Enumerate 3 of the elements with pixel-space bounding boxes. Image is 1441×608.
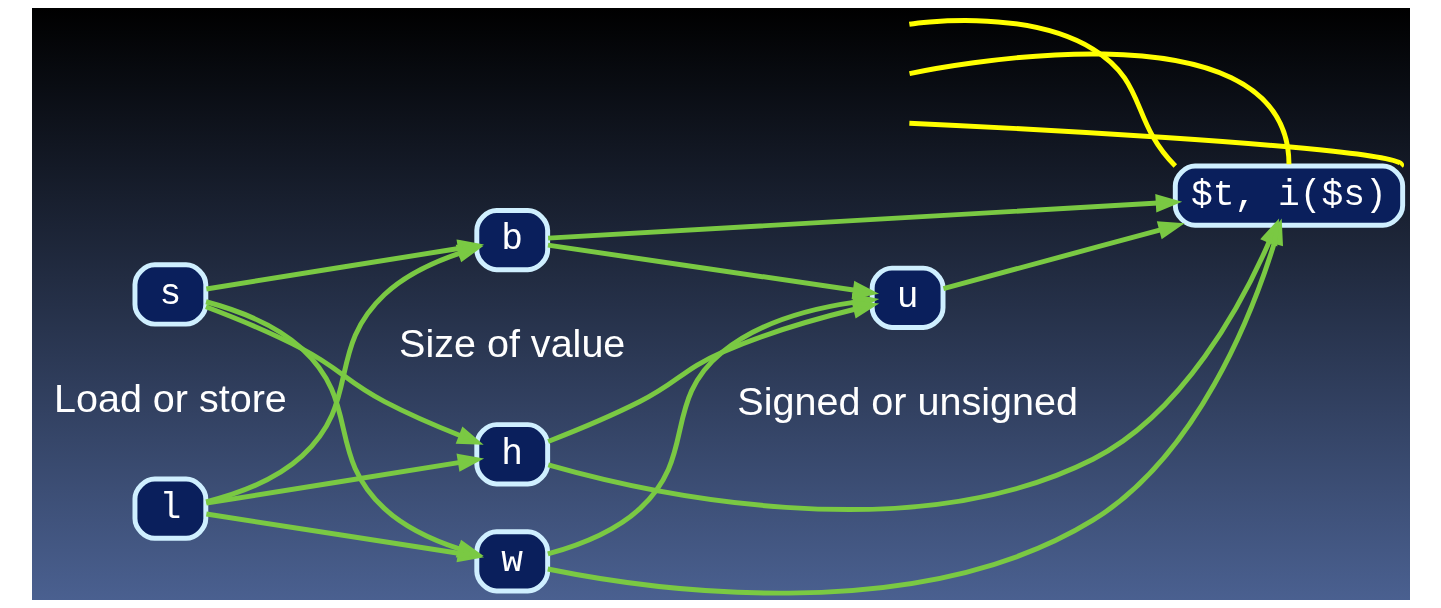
label: Size of value xyxy=(398,321,625,366)
label: Load or store xyxy=(53,375,287,420)
label: Signed or unsigned xyxy=(736,379,1078,424)
